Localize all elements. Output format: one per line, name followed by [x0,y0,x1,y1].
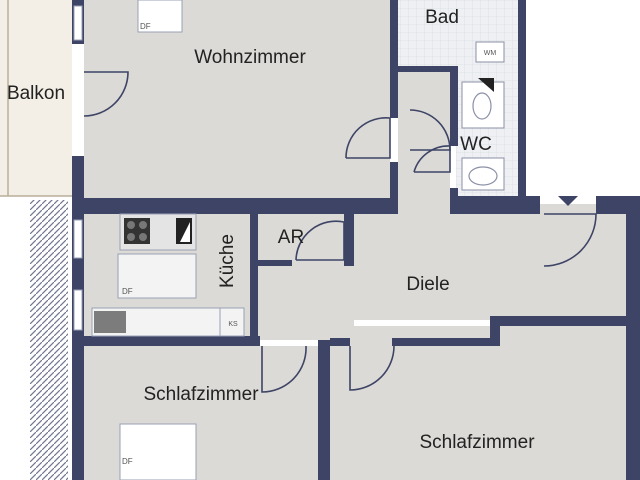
room-label-wohnzimmer: Wohnzimmer [194,47,306,68]
room-label-diele: Diele [406,274,449,295]
room-label-bad: Bad [425,7,459,28]
bedroom-furniture [119,423,197,480]
room-label-kueche: Küche [217,234,238,288]
door-swings [83,71,597,393]
room-label-wc: WC [460,134,492,155]
fixture-label-df-living: DF [140,22,151,31]
room-label-schlafzimmer-right: Schlafzimmer [419,432,535,453]
fixture-label-df-kitchen: DF [122,287,133,296]
stair-hatch [30,200,68,480]
room-label-balkon: Balkon [7,83,65,104]
windows [73,5,83,331]
room-label-ar: AR [278,227,304,248]
fixture-label-ks: KS [228,321,238,328]
entrance-arrow-icon [558,196,578,206]
bath-fixtures [137,0,505,191]
balcony-area [0,0,72,197]
fixture-label-df-bedroom: DF [122,457,133,466]
room-label-schlafzimmer-left: Schlafzimmer [143,384,259,405]
kitchen-fixtures [91,213,245,337]
fixture-label-wm: WM [484,50,497,57]
